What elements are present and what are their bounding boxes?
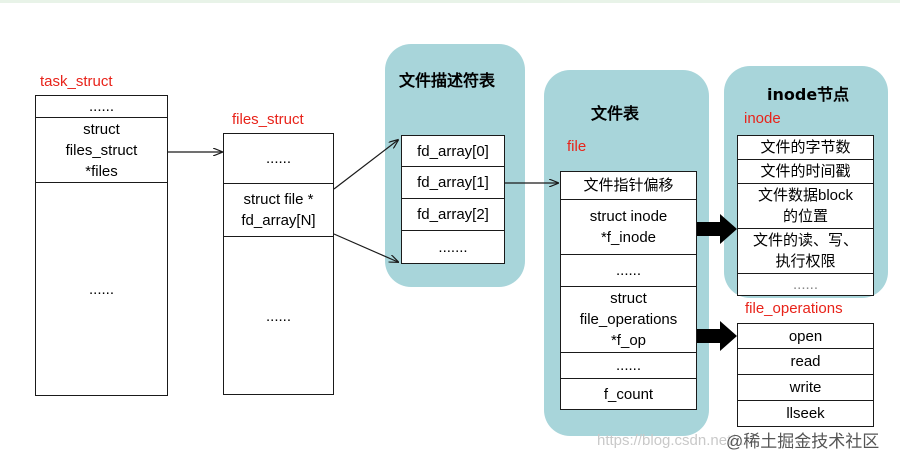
- inode-perm-field: 文件的读、写、 执行权限: [737, 229, 874, 274]
- fop-read: read: [737, 349, 874, 375]
- fd-array-upper-arrow: [333, 140, 398, 190]
- fd-array-0: fd_array[0]: [401, 135, 505, 167]
- task-struct-box: [35, 95, 168, 396]
- files-struct-label: files_struct: [232, 111, 304, 128]
- file-op-field: struct file_operations *f_op: [560, 287, 697, 353]
- file-count-field: f_count: [560, 379, 697, 410]
- file-pos-field: 文件指针偏移: [560, 171, 697, 200]
- files-struct-box: [223, 133, 334, 395]
- fd-array-2: fd_array[2]: [401, 199, 505, 231]
- files-struct-row-0: ......: [265, 149, 291, 167]
- watermark-url: https://blog.csdn.net/...: [597, 432, 748, 449]
- inode-block-field: 文件数据block 的位置: [737, 184, 874, 229]
- top-rule: [0, 0, 900, 3]
- file-row-more-2: ......: [560, 353, 697, 379]
- files-struct-fd-array-field: struct file * fd_array[N]: [223, 183, 334, 237]
- inode-row-more: ......: [737, 274, 874, 296]
- fop-llseek: llseek: [737, 401, 874, 427]
- file-table-title: 文件表: [591, 104, 640, 123]
- fop-write: write: [737, 375, 874, 401]
- file-label: file: [567, 138, 587, 155]
- inode-title: inode节点: [767, 85, 850, 104]
- file-row-more-1: ......: [560, 255, 697, 287]
- file-inode-field: struct inode *f_inode: [560, 200, 697, 255]
- fop-open: open: [737, 323, 874, 349]
- watermark-site: @稀土掘金技术社区: [726, 427, 880, 452]
- inode-size-field: 文件的字节数: [737, 135, 874, 160]
- inode-label: inode: [744, 110, 781, 127]
- fd-array-lower-arrow: [333, 233, 398, 262]
- files-struct-row-2: ......: [265, 307, 291, 325]
- inode-time-field: 文件的时间戳: [737, 160, 874, 184]
- task-struct-files-field: struct files_struct *files: [35, 117, 168, 183]
- task-struct-row-2: ......: [88, 281, 114, 298]
- task-struct-row-0: ......: [88, 97, 114, 115]
- fd-table-title: 文件描述符表: [399, 71, 496, 90]
- fop-block-arrow: [697, 321, 737, 351]
- file-operations-label: file_operations: [745, 300, 843, 317]
- fd-array-more: .......: [401, 231, 505, 264]
- task-struct-label: task_struct: [40, 73, 113, 90]
- inode-block-arrow: [697, 214, 737, 244]
- fd-array-1: fd_array[1]: [401, 167, 505, 199]
